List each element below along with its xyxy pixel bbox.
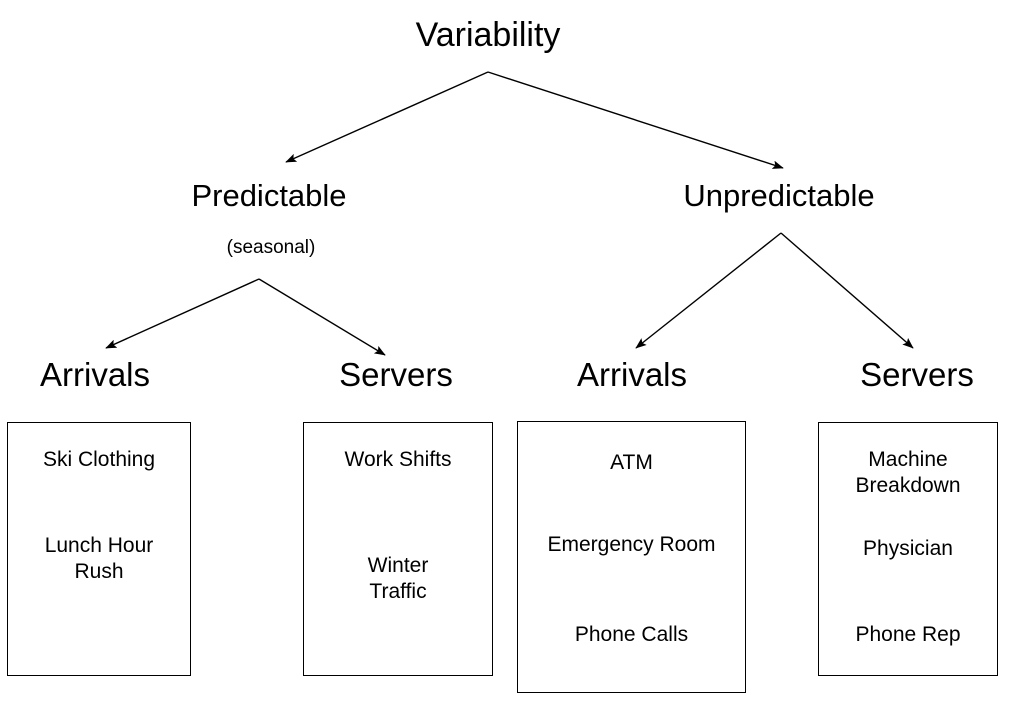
example-item: Winter Traffic — [367, 554, 429, 603]
node-predictable-label: Predictable — [191, 178, 347, 213]
node-variability-label: Variability — [415, 16, 561, 54]
example-item: Lunch Hour Rush — [44, 534, 154, 583]
node-predictable-sublabel: (seasonal) — [227, 238, 316, 258]
node-unpredictable-servers: Servers — [860, 356, 974, 393]
node-predictable-servers-label: Servers — [339, 356, 453, 393]
example-item: Physician — [863, 537, 953, 560]
example-item: Phone Calls — [574, 623, 689, 646]
example-item: Machine Breakdown — [855, 448, 961, 497]
example-item: Emergency Room — [547, 533, 716, 556]
example-item: ATM — [610, 451, 653, 474]
node-unpredictable-label: Unpredictable — [683, 178, 875, 213]
node-unpredictable-arrivals: Arrivals — [576, 356, 688, 393]
node-predictable-sublabel-text: (seasonal) — [226, 237, 316, 258]
node-predictable-arrivals: Arrivals — [39, 356, 151, 393]
node-unpredictable-arrivals-label: Arrivals — [576, 356, 688, 393]
edge-unpredictable-to-arrivals — [635, 232, 782, 349]
edge-variability-to-predictable — [285, 71, 489, 163]
node-predictable: Predictable — [191, 178, 347, 213]
edge-predictable-to-arrivals — [105, 278, 260, 349]
example-item: Phone Rep — [855, 623, 961, 646]
edge-unpredictable-to-servers — [780, 232, 914, 349]
node-variability: Variability — [415, 16, 561, 54]
node-predictable-arrivals-label: Arrivals — [39, 356, 151, 393]
edge-predictable-to-servers — [258, 278, 386, 356]
node-unpredictable-servers-label: Servers — [860, 356, 974, 393]
example-item: Work Shifts — [344, 448, 452, 471]
example-item: Ski Clothing — [42, 448, 156, 471]
node-predictable-servers: Servers — [339, 356, 453, 393]
node-unpredictable: Unpredictable — [683, 178, 875, 213]
edge-variability-to-unpredictable — [487, 71, 784, 169]
